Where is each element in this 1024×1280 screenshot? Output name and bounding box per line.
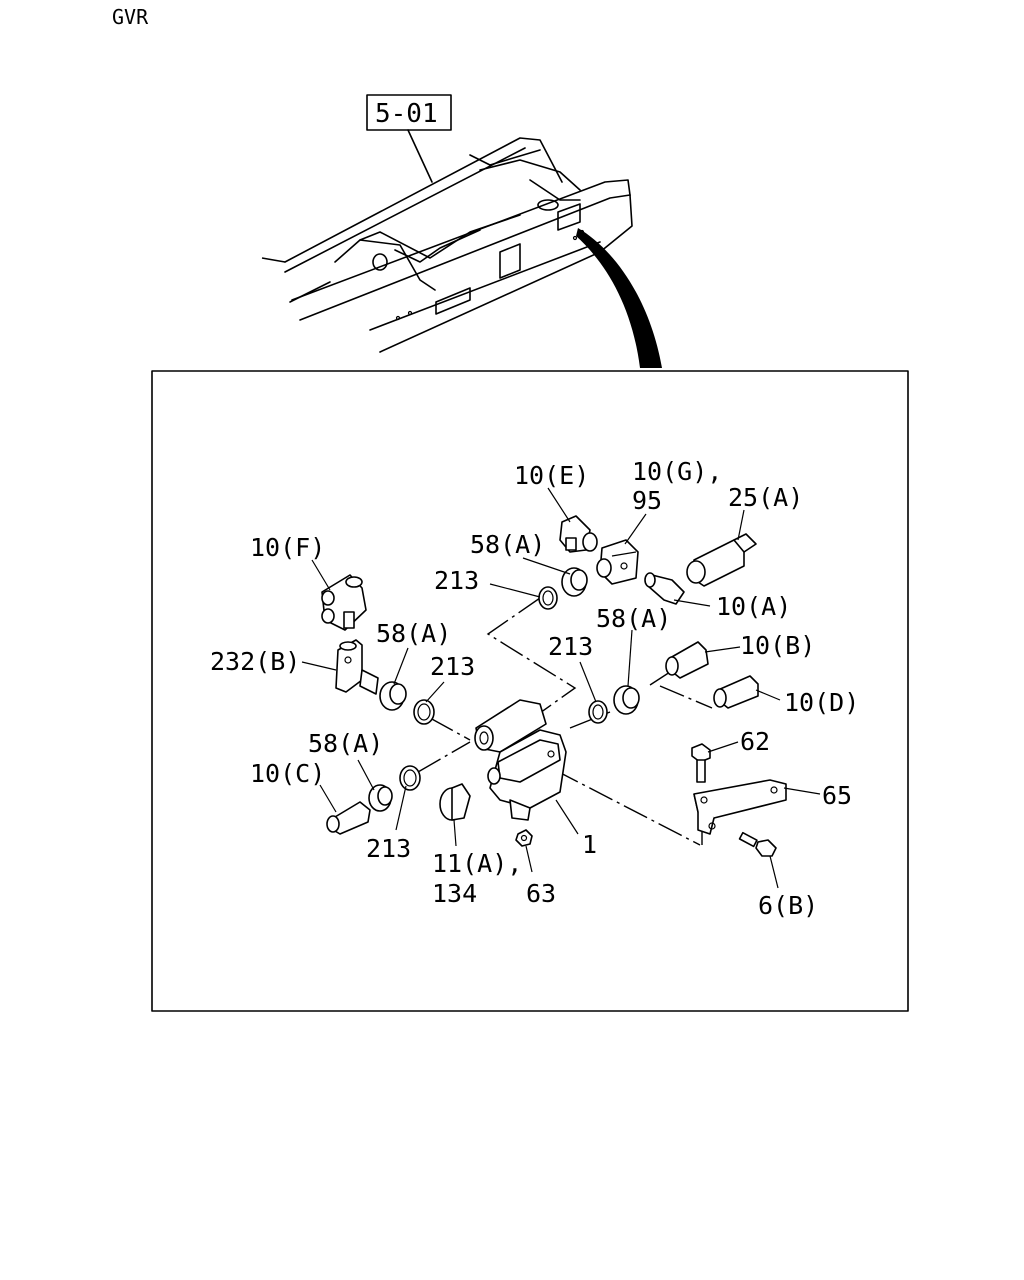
plug-11a	[439, 783, 471, 821]
chassis-frame-illustration: 5-01	[261, 94, 662, 368]
union-nut-58a-top	[561, 567, 588, 597]
callout-10b: 10(B)	[740, 631, 815, 660]
bolt-62	[691, 743, 711, 783]
callout-10c: 10(C)	[250, 759, 325, 788]
callout-6b: 6(B)	[758, 891, 818, 920]
callout-10a: 10(A)	[716, 592, 791, 621]
bolt-6b	[738, 831, 777, 857]
callout-213-bottom: 213	[366, 834, 411, 863]
detail-pointer-arrow	[576, 228, 662, 368]
callout-10g: 10(G),	[632, 457, 722, 486]
elbow-fitting-10e	[559, 515, 598, 553]
callout-95: 95	[632, 486, 662, 515]
callout-10e: 10(E)	[514, 461, 589, 490]
callout-65: 65	[822, 781, 852, 810]
callout-213-right: 213	[548, 632, 593, 661]
union-nut-58a-right	[613, 685, 640, 715]
connector-10c	[326, 801, 371, 835]
connector-10d	[713, 675, 759, 709]
callout-10d: 10(D)	[784, 688, 859, 717]
union-nut-58a	[379, 681, 407, 711]
relay-valve-body-1	[474, 699, 567, 821]
callout-62: 62	[740, 727, 770, 756]
callout-213-mid: 213	[430, 652, 475, 681]
nut-63	[515, 829, 533, 847]
connector-10b	[665, 641, 709, 679]
detail-view	[301, 487, 821, 889]
frame-ref-box	[366, 94, 452, 131]
callout-134: 134	[432, 879, 477, 908]
callout-63: 63	[526, 879, 556, 908]
gasket-213-bottom	[399, 765, 421, 791]
frame-ref-label: 5-01	[375, 99, 438, 129]
gasket-213-right	[588, 700, 608, 724]
callout-58a-top: 58(A)	[470, 530, 545, 559]
elbow-fitting-10a	[644, 572, 685, 605]
bracket-65	[693, 779, 787, 835]
header-code: GVR	[112, 5, 149, 29]
callout-58a-left: 58(A)	[308, 729, 383, 758]
callout-11a: 11(A),	[432, 849, 522, 878]
callout-58a-right: 58(A)	[596, 604, 671, 633]
elbow-fitting-10f	[321, 574, 367, 631]
gasket-213-mid	[413, 699, 435, 725]
union-nut-58a-left	[368, 784, 393, 812]
gasket-213-top	[538, 586, 558, 610]
block-fitting-10g-95	[596, 539, 639, 585]
detail-frame	[151, 370, 909, 1012]
callout-58a-mid: 58(A)	[376, 619, 451, 648]
callout-213-top: 213	[434, 566, 479, 595]
callout-1: 1	[582, 830, 597, 859]
callout-10f: 10(F)	[250, 533, 325, 562]
callout-labels: 10(E) 10(G), 95 25(A) 10(F) 58(A) 213 10…	[210, 457, 859, 920]
tee-fitting-232b	[335, 639, 379, 695]
pressure-switch-25a	[686, 533, 757, 587]
callout-25a: 25(A)	[728, 483, 803, 512]
callout-232b: 232(B)	[210, 647, 300, 676]
